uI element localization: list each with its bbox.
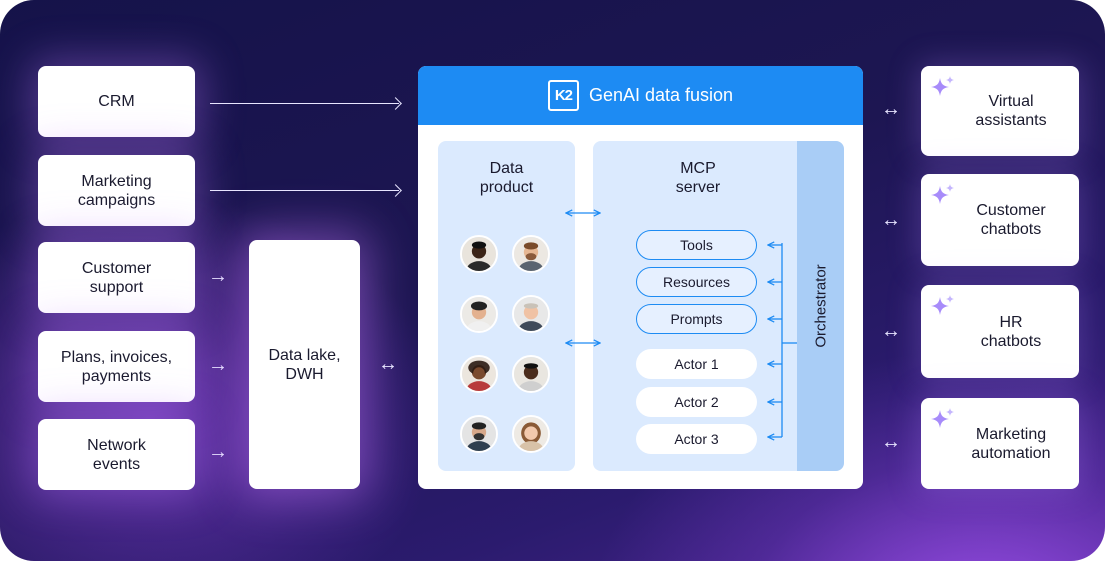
person-avatar — [460, 415, 498, 453]
right-arrow-icon: → — [208, 441, 228, 463]
dest-label: chatbots — [980, 332, 1042, 350]
data-product-panel: Data product — [438, 141, 575, 471]
mcp-server-title: MCP server — [593, 159, 803, 197]
two-way-arrow-icon: ↔ — [881, 98, 901, 120]
actor-2: Actor 2 — [636, 387, 757, 417]
data-product-title: Data product — [438, 159, 575, 197]
two-way-arrow-icon: ↔ — [881, 431, 901, 453]
sparkle-icon — [931, 295, 954, 315]
k2-logo-icon: K2 — [547, 80, 579, 111]
source-network-events: Network events — [38, 419, 195, 490]
source-label: support — [89, 278, 144, 296]
panel-title-line: product — [479, 179, 534, 196]
dest-label: automation — [971, 444, 1051, 462]
capability-tools: Tools — [636, 230, 757, 260]
source-marketing-campaigns: Marketing campaigns — [38, 155, 195, 226]
two-way-arrow-icon: ↔ — [881, 209, 901, 231]
sparkle-icon — [931, 76, 954, 96]
source-label: Plans, invoices, — [60, 348, 173, 366]
panel-title-line: server — [675, 179, 721, 196]
dest-label: HR — [999, 313, 1023, 331]
source-label: CRM — [98, 93, 135, 110]
card-header: K2 GenAI data fusion — [418, 66, 863, 125]
capability-resources: Resources — [636, 267, 757, 297]
person-avatar — [512, 295, 550, 333]
dest-label: Marketing — [975, 425, 1047, 443]
source-crm: CRM — [38, 66, 195, 137]
source-customer-support: Customer support — [38, 242, 195, 313]
right-arrow-icon: → — [208, 265, 228, 287]
two-way-arrow-icon: ↔ — [378, 353, 398, 375]
source-label: campaigns — [77, 191, 156, 209]
dest-virtual-assistants: Virtual assistants — [921, 66, 1079, 156]
source-label: Network — [87, 436, 146, 454]
person-avatar — [460, 295, 498, 333]
source-label: Customer — [81, 259, 152, 277]
data-lake-box: Data lake, DWH — [249, 240, 360, 489]
dest-label: assistants — [975, 112, 1047, 129]
actor-1: Actor 1 — [636, 349, 757, 379]
sparkle-icon — [931, 408, 954, 428]
source-label: payments — [81, 367, 152, 385]
actor-3: Actor 3 — [636, 424, 757, 454]
sparkle-icon — [931, 184, 954, 204]
card-title: GenAI data fusion — [588, 85, 734, 105]
capability-prompts: Prompts — [636, 304, 757, 334]
dest-label: Virtual — [988, 93, 1034, 110]
person-avatar — [460, 355, 498, 393]
person-avatar — [512, 415, 550, 453]
right-arrow-icon: → — [208, 354, 228, 376]
dest-hr-chatbots: HR chatbots — [921, 285, 1079, 378]
data-lake-label: Data lake, — [268, 346, 341, 364]
dest-label: Customer — [976, 202, 1046, 219]
orchestrator-label: Orchestrator — [812, 264, 829, 348]
person-avatar — [460, 235, 498, 273]
source-label: events — [92, 455, 141, 473]
panel-title-line: MCP — [680, 160, 716, 177]
dest-marketing-automation: Marketing automation — [921, 398, 1079, 489]
data-lake-label: DWH — [285, 365, 324, 383]
two-way-arrow-icon: ↔ — [881, 320, 901, 342]
source-plans-invoices-payments: Plans, invoices, payments — [38, 331, 195, 402]
person-avatar — [512, 355, 550, 393]
source-label: Marketing — [81, 172, 152, 190]
flow-arrow-crm — [210, 103, 399, 104]
orchestrator-bar: Orchestrator — [797, 141, 844, 471]
flow-arrow-marketing — [210, 190, 399, 191]
person-avatar — [512, 235, 550, 273]
panel-title-line: Data — [489, 160, 524, 177]
dest-customer-chatbots: Customer chatbots — [921, 174, 1079, 266]
dest-label: chatbots — [980, 221, 1042, 238]
